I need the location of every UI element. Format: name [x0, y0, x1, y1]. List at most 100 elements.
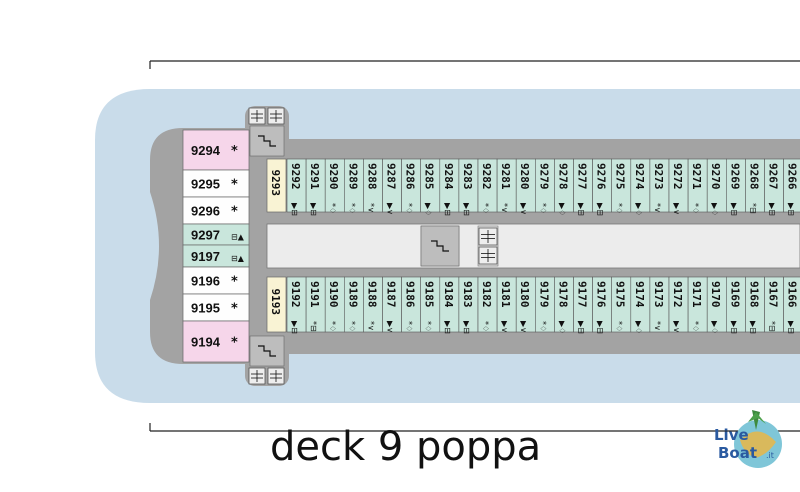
cabin-number: 9191 [308, 281, 321, 308]
cabin-number: 9274 [633, 163, 646, 190]
cabin: 9183▶⊟ [458, 276, 479, 334]
cabin-symbol: ▶⊟ [462, 321, 471, 334]
cabin-number: 9281 [499, 163, 512, 190]
cabin-number: 9195 [191, 301, 220, 316]
logo-tld-text: .it [766, 451, 774, 460]
cabin: 9287▶∨ [382, 158, 402, 215]
cabin-number: 9295 [191, 177, 220, 192]
cabin-symbol: ▶⊟ [309, 203, 318, 216]
cabin: 9191*⊟ [305, 276, 326, 333]
cabin-number: 9296 [191, 204, 220, 219]
cabin-number: 9194 [191, 335, 221, 350]
cabin-number: 9266 [786, 163, 799, 190]
cabin-symbol: ▶⊟ [596, 321, 605, 334]
cabin-symbol: *♢ [347, 321, 356, 332]
cabin: 9274▶♢ [630, 158, 651, 216]
elevator-icon [478, 246, 498, 265]
cabin-number: 9279 [537, 163, 550, 190]
cabin-symbol: *♢ [538, 321, 547, 332]
cabin-number: 9275 [614, 163, 627, 190]
cabin-symbol: ▶∨ [519, 203, 528, 215]
bow-cabin: 9196* [182, 266, 250, 295]
cabin: 9285▶♢ [420, 158, 441, 216]
cabin: 9276▶⊟ [592, 158, 612, 216]
cabin: 9180▶∨ [515, 276, 536, 333]
cabin-symbol: ▶⊟ [443, 321, 452, 334]
cabin-number: 9187 [385, 281, 398, 308]
cabin: 9283 ▶⊟ [458, 158, 479, 216]
cabin: 9176▶⊟ [592, 276, 612, 334]
cabin-symbol: ▶∨ [500, 321, 509, 333]
cabin-number: 9179 [537, 281, 550, 308]
cabin: 9175*♢ [611, 276, 632, 333]
cabin: 9173*∨ [649, 276, 670, 333]
cabin: 9270▶♢ [706, 158, 727, 216]
cabin: 9188*∨ [363, 276, 383, 333]
cabin-number: 9166 [786, 281, 799, 308]
stairs-icon [420, 225, 460, 267]
cabin-number: 9186 [404, 281, 417, 308]
cabin: 9286*♢ [401, 158, 422, 214]
cabin-symbol: ▶⊟ [577, 203, 586, 216]
cabin: 9182*♢ [477, 276, 498, 333]
cabin-number: 9197 [191, 249, 220, 264]
cabin-number: 9283 [461, 163, 474, 190]
cabin: 9281*∨ [496, 158, 517, 213]
cabin: 9282*♢ [477, 158, 498, 214]
cabin-symbol: * [231, 144, 238, 159]
cabin-number: 9288 [365, 163, 378, 190]
cabin-symbol: *♢ [328, 321, 337, 332]
cabin-number: 9184 [442, 281, 455, 308]
cabin-symbol: ▶♢ [557, 203, 566, 216]
cabin-symbol: ▶∨ [386, 203, 395, 215]
cabin-symbol: * [231, 336, 238, 351]
cabin-symbol: ▶∨ [672, 203, 681, 215]
cabin-symbol: *♢ [405, 321, 414, 332]
cabin-number: 9297 [191, 228, 220, 243]
cabin: 9279*♢ [534, 158, 555, 214]
deck-title: deck 9 poppa [270, 424, 542, 470]
cabin: 9168▶⊟ [745, 276, 765, 334]
cabin-number: 9267 [767, 163, 780, 190]
cabin: 9290*♢ [324, 158, 345, 214]
logo-boat-text: Boat [718, 444, 757, 462]
bow-cabin: 9294 * [182, 129, 250, 171]
cabin-number: 9269 [728, 163, 741, 190]
cabin: 9278▶♢ [554, 158, 574, 216]
cabin-number: 9272 [671, 163, 684, 190]
cabin: 9271*♢ [687, 158, 708, 214]
cabin-number: 9181 [499, 281, 512, 308]
cabin-symbol: ▶⊟ [729, 203, 738, 216]
cabin-symbol: *∨ [653, 203, 662, 213]
corridor [266, 223, 800, 269]
cabin-number: 9285 [423, 163, 436, 190]
elevator-icon [248, 107, 266, 125]
cabin-symbol: ▶⊟ [768, 203, 777, 216]
cabin: 9166▶⊟ [783, 276, 800, 334]
cabin: 9187▶∨ [382, 276, 402, 333]
cabin-number: 9192 [289, 281, 302, 308]
cabin-symbol: ▶⊟ [577, 321, 586, 334]
cabin: 9189 *♢ [343, 276, 364, 333]
cabin-number: 9178 [556, 281, 569, 308]
bow-cabin: 9197 ⊟▲ [182, 244, 250, 268]
cabin: 9185*♢ [420, 276, 441, 333]
cabin-number: 9270 [709, 163, 722, 190]
cabin-number: 9289 [346, 163, 359, 190]
cabin-symbol: *∨ [366, 321, 375, 331]
cabin-number: 9294 [191, 143, 221, 158]
cabin: 9272 ▶∨ [668, 158, 689, 215]
end-cabin: 9293 [266, 158, 287, 213]
cabin-symbol: ▶⊟ [462, 203, 471, 216]
cabin-number: 9284 [442, 163, 455, 190]
cabin-symbol: ▶⊟ [748, 321, 757, 334]
cabin: 9269 ▶⊟ [725, 158, 746, 216]
cabin-number: 9189 [346, 281, 359, 308]
cabin-number: 9193 [269, 289, 282, 316]
cabin: 9192▶⊟ [286, 276, 307, 334]
elevator-icon [267, 107, 285, 125]
cabin-symbol: ⊟▲ [231, 254, 245, 263]
cabin: 9171*♢ [687, 276, 708, 333]
cabin-number: 9185 [423, 281, 436, 308]
cabin-symbol: *♢ [481, 203, 490, 214]
